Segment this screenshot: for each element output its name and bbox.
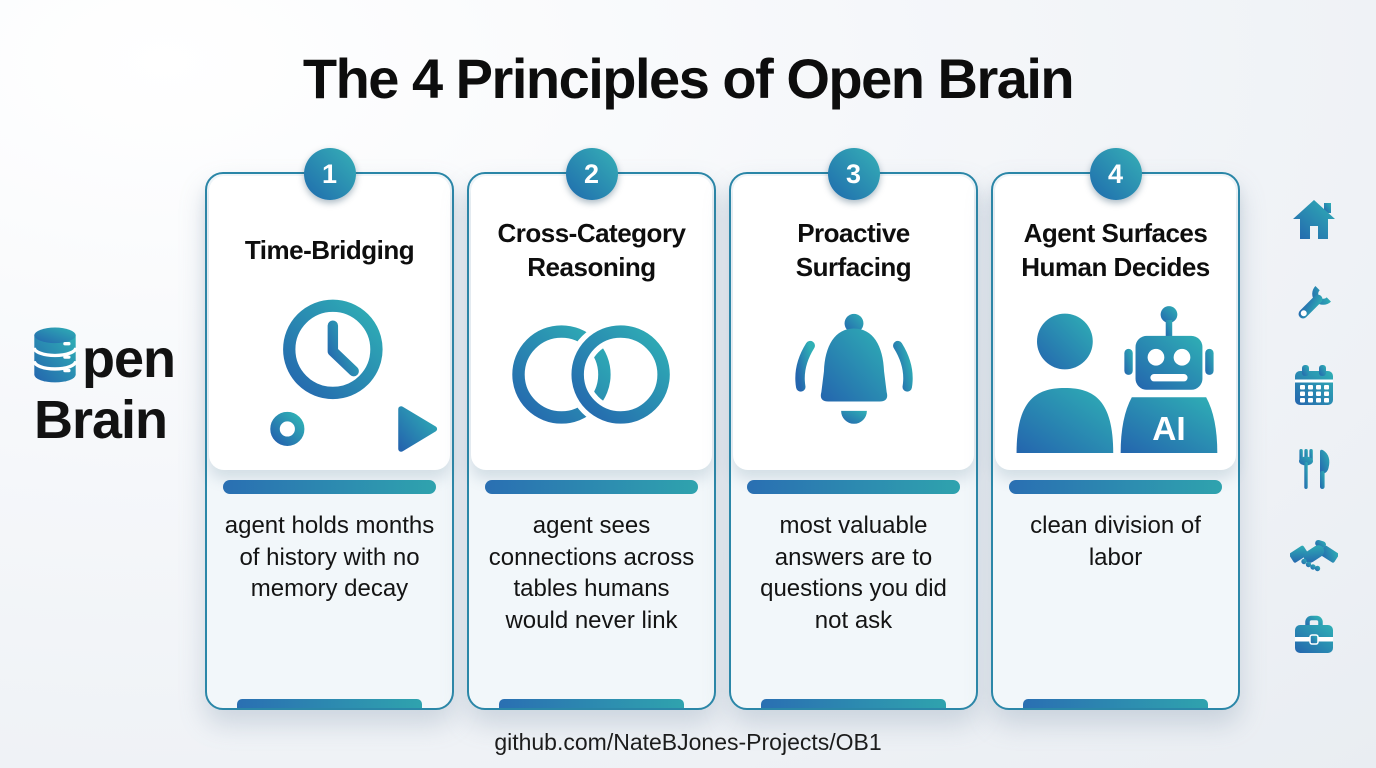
footer-url: github.com/NateBJones-Projects/OB1 [494,729,882,755]
gradient-divider [1009,480,1222,494]
side-icon-rail [1289,196,1339,664]
openbrain-logo: pen Brain [28,326,176,450]
card-top-panel: Agent Surfaces Human Decides [995,176,1236,470]
card-number-badge: 3 [827,148,880,200]
card-description: agent holds months of history with no me… [224,512,435,603]
bell-icon [768,286,940,470]
home-icon [1290,196,1338,249]
utensils-icon [1290,445,1338,498]
card-number-badge: 2 [565,148,618,200]
card-description: agent sees connections across tables hum… [488,512,695,635]
card-number-badge: 4 [1089,148,1142,200]
wrench-icon [1290,279,1338,332]
card-top-panel: Cross-Category Reasoning [471,176,712,470]
logo-word-open: pen [82,328,176,389]
logo-word-brain: Brain [34,390,168,450]
card-top-panel: Proactive Surfacing [733,176,974,470]
principle-cards: 1 Time-Bridging [205,148,1240,710]
gradient-divider [485,480,698,494]
database-icon [28,326,82,391]
card-agent-surfaces-human-decides: 4 Agent Surfaces Human Decides [991,148,1240,710]
interlocking-rings-icon [487,286,697,470]
card-proactive-surfacing: 3 Proactive Surfacing [729,148,978,710]
card-bottom-accent [1023,699,1208,708]
briefcase-icon [1290,611,1338,664]
card-number-badge: 1 [303,148,356,200]
card-title: Cross-Category Reasoning [497,218,686,282]
card-top-panel: Time-Bridging [209,176,450,470]
card-cross-category-reasoning: 2 Cross-Category Reasoning [467,148,716,710]
clock-timeline-icon [221,286,439,470]
card-bottom-accent [237,699,422,708]
card-title: Proactive Surfacing [795,218,912,282]
robot-ai-label: AI [1152,411,1185,448]
card-bottom-accent [499,699,684,708]
page-title: The 4 Principles of Open Brain [302,47,1075,110]
card-title: Agent Surfaces Human Decides [1021,218,1210,282]
card-description: clean division of labor [1030,512,1201,571]
handshake-icon [1289,528,1339,581]
gradient-divider [747,480,960,494]
card-description: most valuable answers are to questions y… [760,512,947,635]
gradient-divider [223,480,436,494]
calendar-icon [1290,362,1338,415]
human-robot-icon: AI [1009,286,1223,470]
card-time-bridging: 1 Time-Bridging [205,148,454,710]
card-title: Time-Bridging [244,235,415,266]
card-bottom-accent [761,699,946,708]
logo-line-open: pen [28,326,176,391]
